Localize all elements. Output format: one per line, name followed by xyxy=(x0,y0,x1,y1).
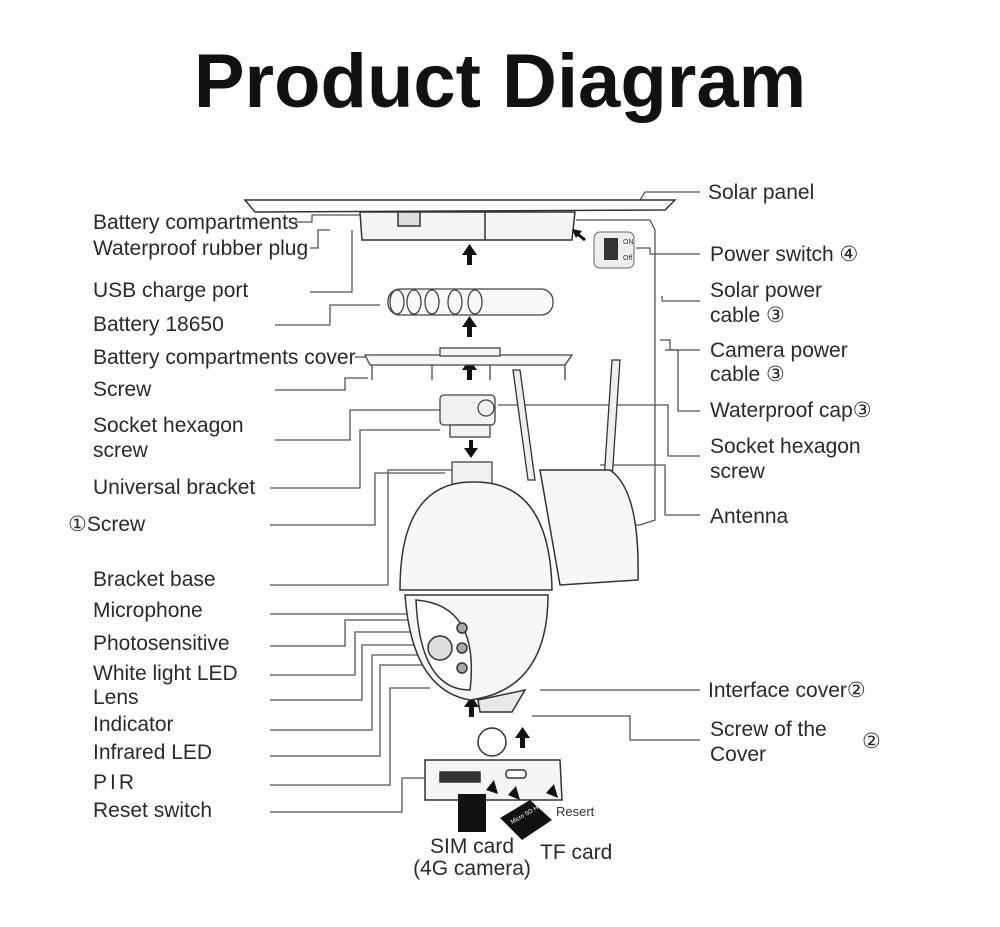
label-socket-hexagon-right: Socket hexagon xyxy=(710,435,861,458)
label-reset: Resert xyxy=(556,804,595,819)
card-arrows xyxy=(486,780,558,800)
label-antenna: Antenna xyxy=(710,505,789,528)
label-camera-power: Camera power xyxy=(710,339,848,362)
label-interface-cover: Interface cover② xyxy=(708,679,866,702)
label-bracket-base: Bracket base xyxy=(93,568,216,591)
label-reset-switch: Reset switch xyxy=(93,799,213,822)
label-universal-bracket: Universal bracket xyxy=(93,476,256,499)
label-sim-card: SIM card xyxy=(429,835,515,858)
label-sim-card-4g: (4G camera) xyxy=(413,857,531,880)
label-photosensitive: Photosensitive xyxy=(93,632,230,655)
label-screw-of-the-cover: Screw of the xyxy=(710,718,827,741)
label-solar-power-cable: cable ③ xyxy=(710,304,785,327)
label-socket-hexagon-screw-left: screw xyxy=(93,439,148,462)
arrow-head-icon xyxy=(572,229,582,238)
label-waterproof-cap: Waterproof cap③ xyxy=(710,399,872,422)
tf-card-icon: Micro SD HC xyxy=(500,800,552,840)
interface-tray-illustration xyxy=(424,727,563,801)
solar-panel-illustration xyxy=(243,199,677,241)
assembly-arrows xyxy=(462,244,530,748)
label-power-switch: Power switch ④ xyxy=(710,243,859,266)
label-solar-panel: Solar panel xyxy=(708,181,815,204)
label-socket-hexagon-screw-right: screw xyxy=(710,460,765,483)
switch-on-label: ON xyxy=(623,239,634,246)
camera-body-illustration xyxy=(399,469,639,713)
label-indicator: Indicator xyxy=(93,713,174,736)
label-screw: Screw xyxy=(93,378,152,401)
battery-illustration xyxy=(387,288,554,316)
leader-lines xyxy=(270,191,700,813)
label-solar-power: Solar power xyxy=(710,279,823,302)
switch-off-label: Off xyxy=(623,255,632,262)
label-infrared-led: Infrared LED xyxy=(93,741,213,764)
label-screw-1: ①Screw xyxy=(68,513,146,536)
label-white-light-led: White light LED xyxy=(93,662,238,685)
label-cover-number: ② xyxy=(862,730,881,753)
label-lens: Lens xyxy=(93,686,139,709)
page-title: Product Diagram xyxy=(193,39,807,124)
label-battery-compartments-cover: Battery compartments cover xyxy=(93,346,356,369)
label-cover: Cover xyxy=(710,743,767,766)
label-camera-power-cable: cable ③ xyxy=(710,363,785,386)
battery-cover-illustration xyxy=(363,347,574,380)
label-battery-18650: Battery 18650 xyxy=(93,313,224,336)
label-pir: PIR xyxy=(93,771,138,794)
label-waterproof-rubber-plug: Waterproof rubber plug xyxy=(93,237,309,260)
power-switch-illustration: ON Off xyxy=(593,231,635,269)
label-battery-compartments: Battery compartments xyxy=(93,211,299,234)
bracket-illustration xyxy=(439,394,496,485)
label-tf-card: TF card xyxy=(540,841,613,864)
label-usb-charge-port: USB charge port xyxy=(93,279,249,302)
sim-card-icon xyxy=(458,794,486,832)
label-socket-hexagon-left: Socket hexagon xyxy=(93,414,244,437)
label-microphone: Microphone xyxy=(93,599,203,622)
